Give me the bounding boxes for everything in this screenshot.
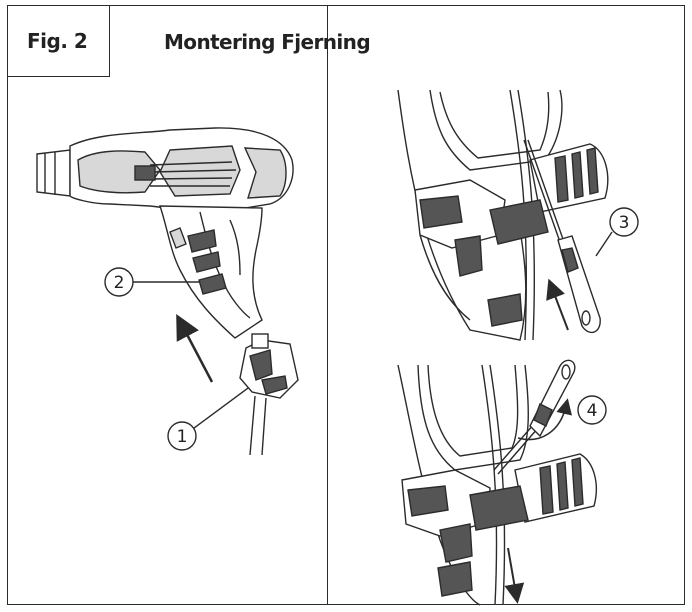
pull-arrow [504,547,525,604]
heat-gun-drawing [36,127,294,339]
callout-1-number: 1 [177,427,188,447]
figure-frame [7,5,685,605]
closeup-top-drawing [397,89,609,341]
callout-1: 1 [167,387,249,451]
closeup-bottom-drawing [397,364,598,606]
callout-3: 3 [595,207,639,257]
screwdriver-top [523,139,601,334]
figure-label: Fig. 2 [27,29,88,53]
assembly-arrow [176,313,214,383]
screwdriver-bottom [493,359,576,475]
figure-label-box [7,5,110,77]
callout-3-number: 3 [619,213,630,233]
callout-2: 2 [104,267,200,297]
callout-4: 4 [577,395,607,425]
callout-4-number: 4 [587,401,598,421]
push-arrow [546,278,569,331]
callout-2-number: 2 [114,273,125,293]
figure-heading: Montering Fjerning [164,30,371,54]
lever-arrow [517,398,572,441]
cable-plug-drawing [239,333,299,456]
panel-divider [327,5,328,605]
